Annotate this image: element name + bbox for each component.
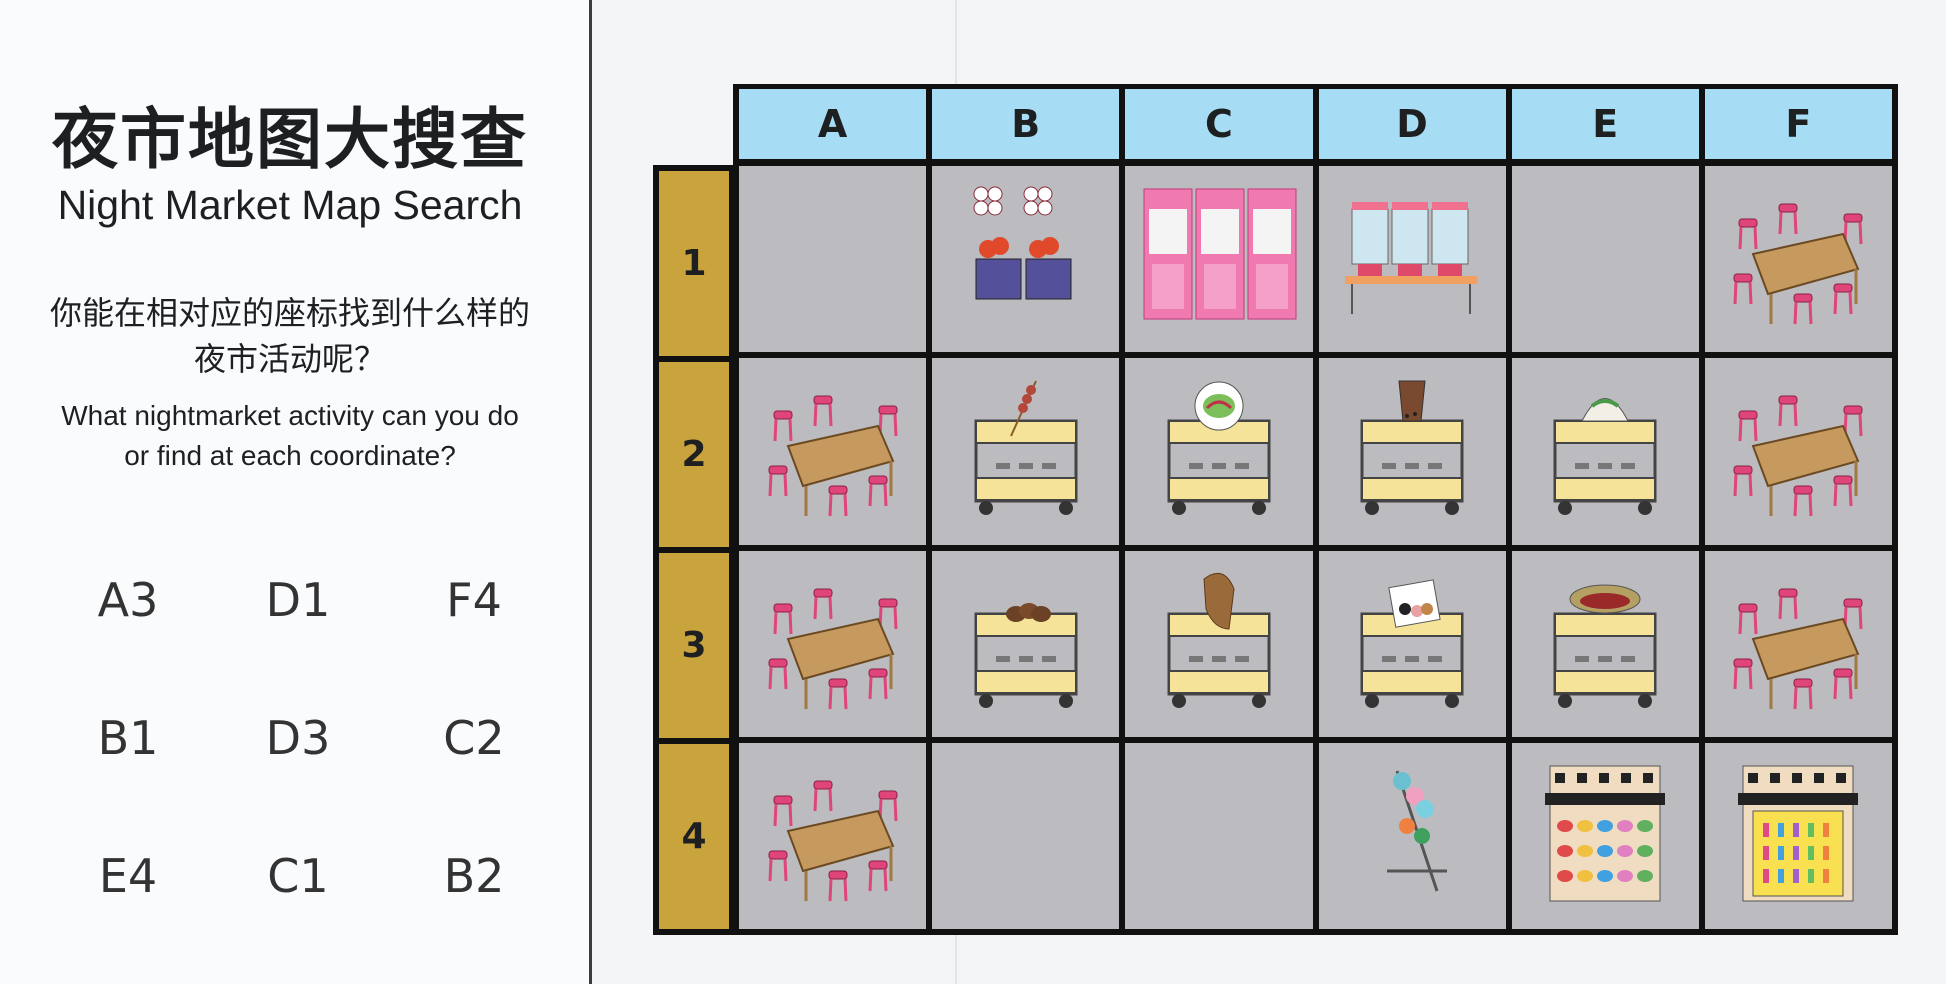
grid-cell-E2 bbox=[1511, 358, 1699, 545]
title-chinese: 夜市地图大搜查 bbox=[52, 101, 528, 178]
coordinate-item: C1 bbox=[267, 849, 329, 903]
question-en-line1: What nightmarket activity can you do bbox=[61, 400, 519, 431]
grid-cell-F4 bbox=[1704, 742, 1892, 929]
grid-cell-A1 bbox=[739, 166, 927, 353]
cart-mochi-icon bbox=[1360, 579, 1464, 708]
grid-cell-A4 bbox=[739, 742, 927, 929]
question-chinese: 你能在相对应的座标找到什么样的夜市活动呢？ bbox=[50, 290, 530, 382]
grid-cell-A3 bbox=[739, 550, 927, 737]
grid-cell-F2 bbox=[1704, 358, 1892, 545]
grid-cell-B1 bbox=[932, 166, 1120, 353]
row-header: 3 bbox=[659, 553, 729, 738]
coordinate-item: A3 bbox=[97, 573, 159, 627]
grid-cell-D3 bbox=[1318, 550, 1506, 737]
gachapon-machines-icon bbox=[1345, 202, 1478, 315]
column-header: F bbox=[1704, 89, 1892, 159]
grid-cell-D2 bbox=[1318, 358, 1506, 545]
grid-cell-D4 bbox=[1318, 742, 1506, 929]
column-header: A bbox=[739, 89, 927, 159]
grid-cell-E3 bbox=[1511, 550, 1699, 737]
balloon-game-icon bbox=[973, 186, 1072, 300]
grid-cell-C4 bbox=[1125, 742, 1313, 929]
grid-cell-B4 bbox=[932, 742, 1120, 929]
coordinate-item: B2 bbox=[443, 849, 505, 903]
grid-cell-F1 bbox=[1704, 166, 1892, 353]
grid-cell-A2 bbox=[739, 358, 927, 545]
column-header: C bbox=[1125, 89, 1313, 159]
cart-salad-icon bbox=[1167, 381, 1271, 516]
hat-stall-icon bbox=[1545, 765, 1666, 902]
cart-skewer-icon bbox=[974, 380, 1078, 516]
cart-fried-chicken-icon bbox=[1167, 572, 1271, 708]
grid-cell-E4 bbox=[1511, 742, 1699, 929]
row-header: 1 bbox=[659, 171, 729, 356]
row-headers: 1 2 3 4 bbox=[653, 165, 735, 935]
coordinate-item: D1 bbox=[265, 573, 331, 627]
coordinate-item: F4 bbox=[446, 573, 502, 627]
table-stools-icon bbox=[1733, 588, 1863, 709]
question-en-line2: or find at each coordinate? bbox=[124, 440, 456, 471]
grid-cell-E1 bbox=[1511, 166, 1699, 353]
cart-chestnuts-icon bbox=[974, 602, 1078, 708]
question-zh-line2: 夜市活动呢？ bbox=[193, 340, 386, 378]
grid-cell-F3 bbox=[1704, 550, 1892, 737]
table-stools-icon bbox=[768, 395, 898, 517]
row-header: 2 bbox=[659, 362, 729, 547]
grid-cell-C3 bbox=[1125, 550, 1313, 737]
instruction-panel: 夜市地图大搜查 Night Market Map Search 你能在相对应的座… bbox=[0, 0, 592, 984]
coordinate-item: C2 bbox=[443, 711, 505, 765]
coordinate-item: B1 bbox=[97, 711, 159, 765]
column-header: D bbox=[1318, 89, 1506, 159]
question-english: What nightmarket activity can you do or f… bbox=[61, 396, 519, 476]
grid-cell-D1 bbox=[1318, 166, 1506, 353]
table-stools-icon bbox=[768, 780, 898, 901]
sock-stall-icon bbox=[1738, 765, 1859, 902]
column-header: E bbox=[1511, 89, 1699, 159]
grid-cell-B2 bbox=[932, 358, 1120, 545]
cart-bun-icon bbox=[1553, 398, 1657, 516]
table-stools-icon bbox=[1733, 395, 1863, 517]
row-header: 4 bbox=[659, 744, 729, 929]
title-english: Night Market Map Search bbox=[57, 182, 523, 228]
coordinate-item: D3 bbox=[265, 711, 331, 765]
question-zh-line1: 你能在相对应的座标找到什么样的 bbox=[49, 294, 530, 332]
table-stools-icon bbox=[768, 588, 898, 709]
cart-sausage-icon bbox=[1553, 584, 1657, 708]
column-header: B bbox=[932, 89, 1120, 159]
cart-bubble-tea-icon bbox=[1360, 380, 1464, 516]
map-grid bbox=[733, 160, 1898, 935]
instruction-text: 夜市地图大搜查 Night Market Map Search 你能在相对应的座… bbox=[0, 100, 580, 476]
grid-cell-C2 bbox=[1125, 358, 1313, 545]
grid-cell-C1 bbox=[1125, 166, 1313, 353]
grid-cell-B3 bbox=[932, 550, 1120, 737]
claw-machines-icon bbox=[1143, 188, 1297, 320]
column-headers: A B C D E F bbox=[733, 84, 1898, 164]
keychain-rack-icon bbox=[1387, 770, 1448, 892]
table-stools-icon bbox=[1733, 203, 1863, 325]
coordinate-item: E4 bbox=[98, 849, 158, 903]
